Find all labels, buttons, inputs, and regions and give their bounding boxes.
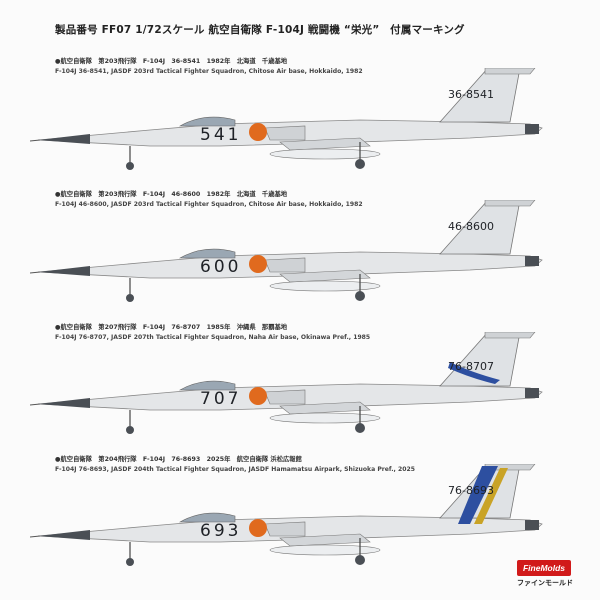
wing — [279, 533, 371, 547]
tailplane — [484, 67, 536, 75]
nose-wheel — [126, 162, 134, 170]
intake — [264, 125, 306, 141]
caption-en-4: F-104J 76-8693, JASDF 204th Tactical Fig… — [55, 466, 415, 473]
exhaust — [525, 388, 539, 398]
hinomaru-roundel — [249, 255, 267, 273]
canopy — [178, 512, 236, 523]
exhaust — [525, 520, 539, 530]
caption-jp-1: ●航空自衛隊 第203飛行隊 F-104J 36-8541 1982年 北海道 … — [55, 58, 288, 65]
caption-en-1: F-104J 36-8541, JASDF 203rd Tactical Fig… — [55, 68, 363, 75]
canopy — [178, 116, 236, 127]
fuel-tank — [269, 412, 381, 424]
fuel-tank — [269, 544, 381, 556]
wing — [279, 269, 371, 283]
caption-en-3: F-104J 76-8707, JASDF 207th Tactical Fig… — [55, 334, 371, 341]
main-wheel — [355, 159, 365, 169]
hinomaru-roundel — [249, 387, 267, 405]
pitot-probe — [29, 403, 41, 406]
radome — [38, 134, 90, 144]
fuel-tank — [269, 280, 381, 292]
canopy — [178, 248, 236, 259]
exhaust — [525, 124, 539, 134]
canopy — [178, 380, 236, 391]
logo-kana: ファインモールド — [517, 579, 573, 587]
pitot-probe — [29, 139, 41, 142]
nose-wheel — [126, 558, 134, 566]
tail-stripe-gold — [474, 468, 508, 524]
main-wheel — [355, 291, 365, 301]
tailplane — [484, 199, 536, 207]
hinomaru-roundel — [249, 519, 267, 537]
caption-en-2: F-104J 46-8600, JASDF 203rd Tactical Fig… — [55, 201, 363, 208]
radome — [38, 266, 90, 276]
fuel-tank — [269, 148, 381, 160]
intake — [264, 257, 306, 273]
tail-code: 36-8541 — [448, 88, 494, 101]
caption-jp-2: ●航空自衛隊 第203飛行隊 F-104J 46-8600 1982年 北海道 … — [55, 191, 288, 198]
main-wheel — [355, 423, 365, 433]
caption-jp-4: ●航空自衛隊 第204飛行隊 F-104J 76-8693 2025年 航空自衛… — [55, 456, 302, 463]
nose-number: 600 — [200, 257, 241, 277]
aircraft-profile-2: 600 46-8600 — [29, 199, 545, 305]
aircraft-profile-1: 541 36-8541 — [29, 67, 545, 173]
pitot-probe — [29, 535, 41, 538]
tail-stripe — [448, 362, 500, 384]
finemolds-logo: FineMolds ファインモールド — [517, 560, 573, 590]
nose-wheel — [126, 294, 134, 302]
main-wheel — [355, 555, 365, 565]
tail-stripe-blue — [458, 466, 498, 524]
aircraft-profile-4: 693 76-8693 — [29, 463, 545, 569]
intake — [264, 521, 306, 537]
tail-code: 46-8600 — [448, 220, 494, 233]
nose-number: 541 — [200, 125, 241, 145]
intake — [264, 389, 306, 405]
radome — [38, 530, 90, 540]
pitot-probe — [29, 271, 41, 274]
tail-code: 76-8707 — [448, 360, 494, 373]
tailplane — [484, 331, 536, 339]
caption-jp-3: ●航空自衛隊 第207飛行隊 F-104J 76-8707 1985年 沖縄県 … — [55, 324, 288, 331]
nose-wheel — [126, 426, 134, 434]
logo-brand: FineMolds — [517, 560, 571, 576]
exhaust — [525, 256, 539, 266]
aircraft-profile-3: 707 76-8707 — [29, 331, 545, 437]
nose-number: 707 — [200, 389, 241, 409]
nose-number: 693 — [200, 521, 241, 541]
tail-code: 76-8693 — [448, 484, 494, 497]
wing — [279, 137, 371, 151]
radome — [38, 398, 90, 408]
page-title: 製品番号 FF07 1/72スケール 航空自衛隊 F-104J 戦闘機 “栄光”… — [55, 24, 465, 36]
hinomaru-roundel — [249, 123, 267, 141]
wing — [279, 401, 371, 415]
